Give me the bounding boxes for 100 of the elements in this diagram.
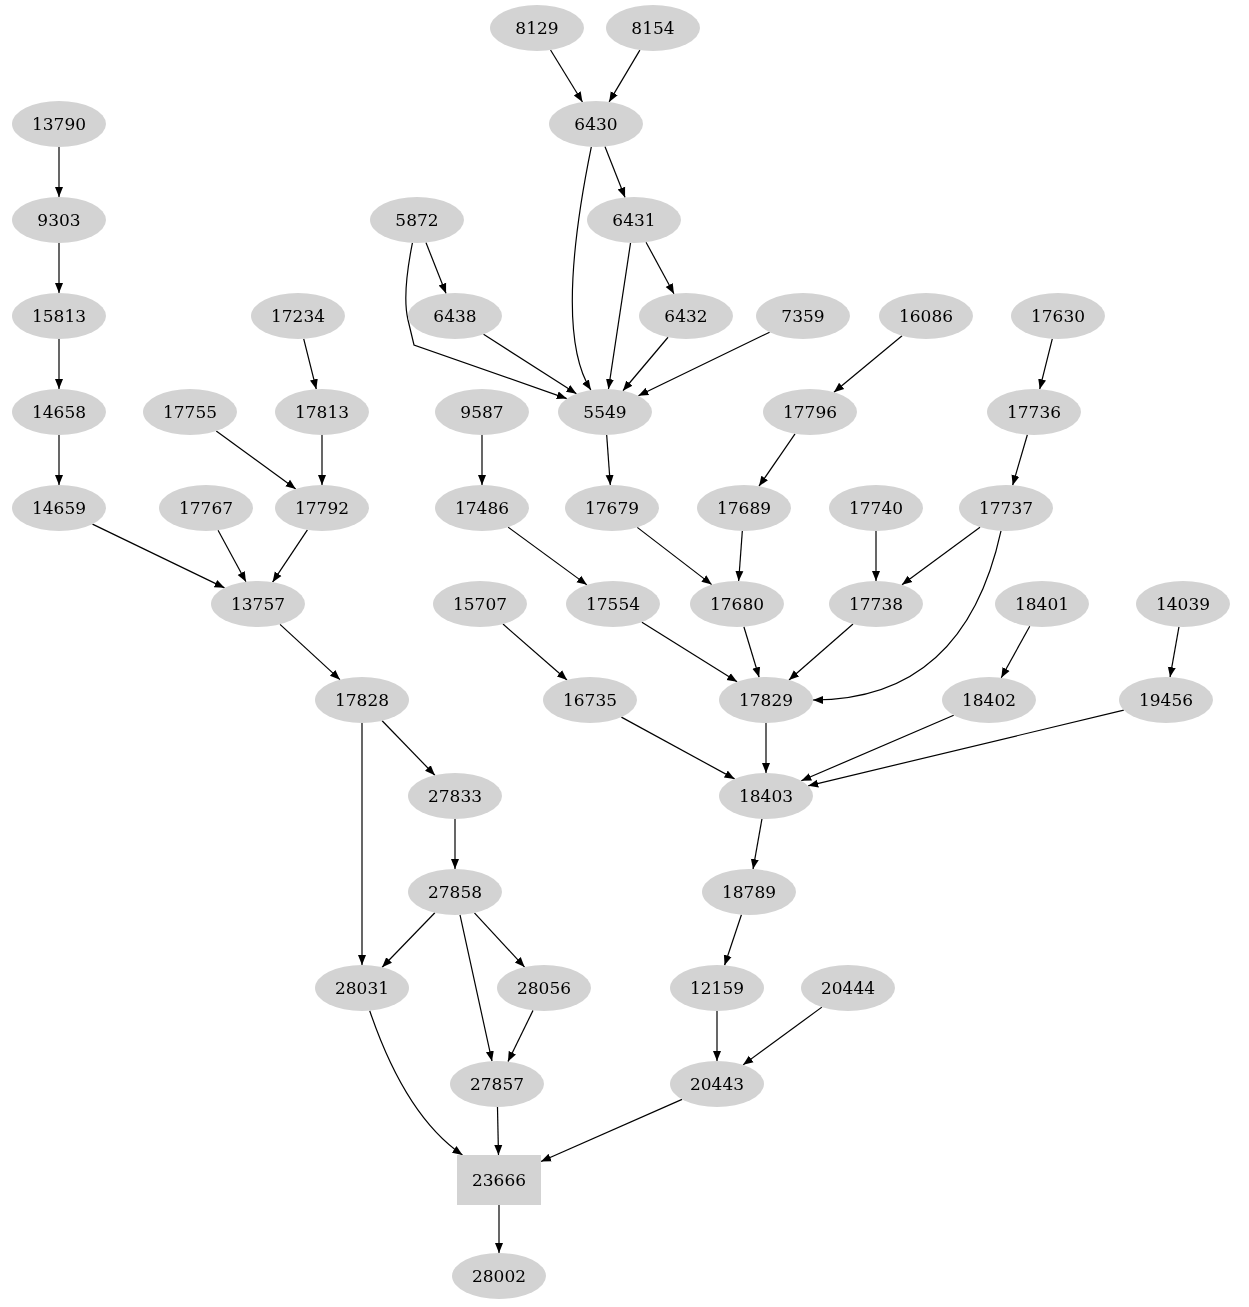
node-label: 18403 [738,786,794,806]
node-label: 17736 [1006,402,1062,422]
node-label: 6430 [574,114,618,134]
arrow [571,146,592,391]
node-label: 17630 [1030,306,1086,326]
node-label: 5872 [395,210,439,230]
arrow [735,530,744,582]
node-label: 17796 [782,402,838,422]
node-label: 15813 [31,306,87,326]
node-label: 28002 [471,1266,527,1286]
arrow [217,529,247,583]
node-label: 27833 [427,786,483,806]
arrow [473,912,526,968]
node-label: 14659 [31,498,87,518]
node-label: 18789 [721,882,777,902]
arrow [743,626,761,678]
node-label: 17792 [294,498,350,518]
arrow [645,241,675,295]
node-label: 6432 [664,306,708,326]
arrow [901,526,981,586]
arrow [606,242,632,390]
arrow [425,242,447,295]
node-label: 17738 [848,594,904,614]
arrow [742,1006,823,1066]
arrow [788,623,854,681]
node-label: 13757 [230,594,286,614]
arrow [459,914,494,1062]
node-label: 17679 [584,498,640,518]
arrow [620,716,736,780]
node-label: 9303 [37,210,81,230]
node-ellipse [211,581,305,627]
node-ellipse [558,389,652,435]
arrow [637,331,771,397]
arrow [1167,626,1180,678]
arrow [800,714,955,782]
arrow [358,722,366,966]
arrow [713,1010,721,1062]
node-box [457,1155,541,1205]
arrow [1000,625,1031,679]
arrow [622,336,669,392]
node-label: 19456 [1138,690,1194,710]
node-label: 18402 [961,690,1017,710]
arrow [55,434,63,486]
arrow [750,818,763,870]
node-label: 27858 [427,882,483,902]
node-label: 17554 [585,594,641,614]
arrow [279,623,341,681]
arrow [723,914,743,966]
node-label: 28056 [516,978,572,998]
node-label: 18401 [1014,594,1070,614]
arrow [381,720,436,776]
node-label: 6438 [433,306,477,326]
arrow [55,338,63,390]
arrow [833,335,903,393]
arrow [762,722,770,774]
node-label: 8154 [631,18,675,38]
arrow [451,818,459,870]
node-label: 14039 [1155,594,1211,614]
arrow [641,621,738,683]
node-label: 20443 [689,1074,745,1094]
node-label: 20444 [820,978,876,998]
node-label: 12159 [689,978,745,998]
arrow [369,1010,464,1156]
node-label: 17767 [178,498,234,518]
node-label: 23666 [471,1170,527,1190]
arrow [758,433,796,487]
node-label: 5549 [583,402,627,422]
arrow [91,523,226,589]
arrow [604,146,626,198]
node-label: 8129 [515,18,559,38]
node-label: 17486 [454,498,510,518]
node-ellipse [408,293,502,339]
node-label: 27857 [469,1074,525,1094]
arrow [1038,338,1053,390]
arrow [502,623,568,681]
arrow [540,1098,683,1163]
arrow [318,434,326,486]
arrow [507,1009,534,1063]
node-label: 17689 [716,498,772,518]
arrow [1011,434,1028,486]
node-label: 16735 [562,690,618,710]
node-label: 17680 [709,594,765,614]
arrow [495,1204,503,1254]
arrow [482,333,578,395]
arrow [55,146,63,198]
node-label: 14658 [31,402,87,422]
arrow [303,338,318,390]
node-label: 17813 [294,402,350,422]
arrow [872,530,880,582]
node-label: 28031 [334,978,390,998]
node-label: 17828 [334,690,390,710]
node-label: 16086 [898,306,954,326]
node-ellipse [670,1061,764,1107]
node-label: 13790 [31,114,87,134]
node-label: 17234 [270,306,326,326]
node-ellipse [719,773,813,819]
arrow [55,242,63,294]
arrow [812,530,1002,704]
node-label: 17829 [738,690,794,710]
node-ellipse [942,677,1036,723]
